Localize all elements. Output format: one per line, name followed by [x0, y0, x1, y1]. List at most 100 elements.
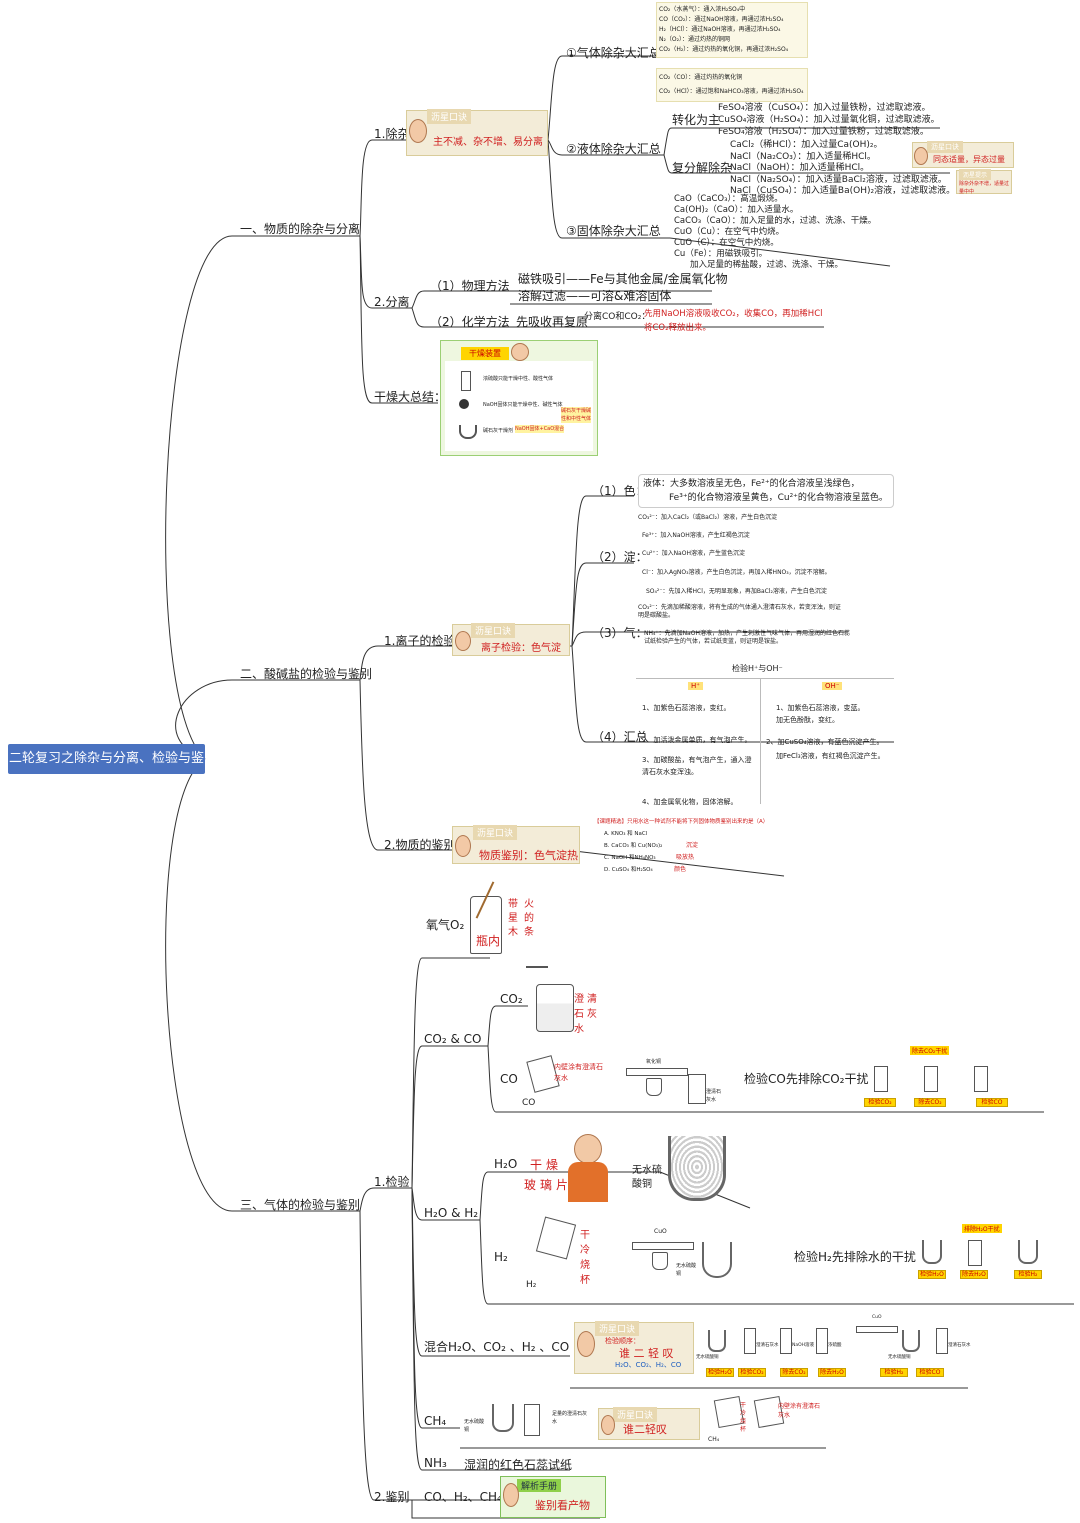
- node-drying[interactable]: 干燥大总结：: [374, 390, 447, 404]
- u-tube-icon: [922, 1240, 942, 1264]
- solid-row: CaCO₃（CaO）：加入足量的水，过滤、洗涤、干燥。: [674, 216, 877, 226]
- branch-acid-base-salt[interactable]: 二、酸碱盐的检验与鉴别: [240, 667, 373, 681]
- node-precipitate[interactable]: （2）淀：: [592, 550, 648, 564]
- precip-row: Cu²⁺：加入NaOH溶液，产生蓝色沉淀: [642, 550, 745, 557]
- summary-head: OH⁻: [822, 682, 843, 690]
- tip-text: 除杂外杂不增，适量过量中中: [959, 181, 1010, 195]
- u-tube-icon: [459, 425, 477, 439]
- node-removal[interactable]: 1.除杂: [374, 127, 410, 141]
- decomp-row: NaCl（CuSO₄）：加入适量Ba(OH)₂溶液，过滤取滤液。: [730, 186, 956, 196]
- tip-heading: 沥星口诀: [427, 109, 472, 124]
- node-decomp[interactable]: 复分解除杂: [672, 161, 733, 175]
- node-substance-identify[interactable]: 2.物质的鉴别: [384, 838, 456, 852]
- gas-row: CO₂（水蒸气）：通入浓H₂SO₄中: [659, 6, 746, 13]
- chem-row: 先用NaOH溶液吸收CO₂，收集CO，再加稀HCl: [644, 309, 823, 319]
- nh3-text: 湿润的红色石蕊试纸: [464, 1458, 573, 1472]
- summary-row: 2、加活泼金属单质，有气泡产生。: [642, 736, 752, 744]
- badge: 检验H₂: [1014, 1270, 1042, 1279]
- node-solid-removal[interactable]: ③固体除杂大汇总: [566, 224, 661, 238]
- apparatus-label: CuO: [654, 1228, 667, 1235]
- tip-text: 同态适量，异态过量: [933, 155, 1005, 164]
- combustion-tube-icon: [626, 1068, 688, 1076]
- node-h2[interactable]: H₂: [494, 1250, 508, 1264]
- apparatus-label: 浓硫酸: [828, 1343, 842, 1348]
- apparatus-label: 氧化铜: [646, 1059, 662, 1065]
- summary-head: H⁺: [688, 682, 703, 690]
- convert-row: CuSO₄溶液（H₂SO₄）：加入过量氧化铜，过滤取滤液。: [718, 115, 940, 125]
- node-h2o[interactable]: H₂O: [494, 1157, 518, 1171]
- chem-head: 先吸收再复原: [516, 315, 589, 329]
- chem-row: 将CO₂释放出来。: [644, 323, 712, 333]
- mixed-apparatus-chain: 无水硫酸铜 澄清石灰水 NaOH溶液 浓硫酸 CuO 无水硫酸铜 澄清石灰水 检…: [696, 1312, 971, 1388]
- solid-row: 加入足量的稀盐酸，过滤、洗涤、干燥。: [690, 260, 844, 270]
- tip-box-mixed: 沥星口诀 检验顺序： 谁 二 轻 叹 H₂O、CO₂、H₂、CO: [574, 1321, 694, 1374]
- tip-sub: 检验顺序：: [605, 1337, 640, 1345]
- phys-row: 溶解过滤——可溶&难溶固体: [518, 289, 672, 303]
- badge: 除去H₂O: [818, 1368, 846, 1377]
- node-co2[interactable]: CO₂: [500, 992, 523, 1006]
- tip-order: H₂O、CO₂、H₂、CO: [615, 1361, 682, 1369]
- convert-row: FeSO₄溶液（H₂SO₄）：加入过量铁粉，过滤取滤液。: [718, 127, 929, 137]
- node-physical[interactable]: （1）物理方法: [430, 279, 510, 293]
- burner-icon: [646, 1078, 662, 1096]
- badge: 检验CO: [976, 1098, 1008, 1107]
- summary-row: 3、加碳酸盐，有气泡产生，通入澄清石灰水变浑浊。: [642, 756, 752, 776]
- u-tube-icon: [702, 1242, 732, 1278]
- branch-gas-test[interactable]: 三、气体的检验与鉴别: [240, 1198, 361, 1212]
- node-identify[interactable]: 2.鉴别: [374, 1490, 410, 1504]
- flag: 排除H₂O干扰: [962, 1224, 1002, 1233]
- substance-question: 【课题精选】只用水这一种试剂不能将下列固体物质鉴别出来的是（A） A. KNO₃…: [594, 816, 784, 876]
- option: C. NaOH 和NH₄NO₃: [604, 855, 656, 861]
- node-nh3[interactable]: NH₃: [424, 1456, 447, 1470]
- node-co2-co[interactable]: CO₂ & CO: [424, 1032, 482, 1046]
- node-chemical[interactable]: （2）化学方法: [430, 315, 510, 329]
- node-co[interactable]: CO: [500, 1072, 518, 1086]
- co-gas-label: CO: [522, 1098, 536, 1108]
- h2o-app-label: 无水硫酸铜: [632, 1165, 662, 1190]
- combustion-tube-icon: [632, 1242, 694, 1250]
- node-liquid-removal[interactable]: ②液体除杂大汇总: [566, 142, 661, 156]
- node-gas[interactable]: （3）气：: [592, 626, 648, 640]
- node-mixed[interactable]: 混合H₂O、CO₂ 、H₂ 、CO: [424, 1340, 570, 1354]
- gas-row: N₂（O₂）：通过灼热的铜网: [659, 36, 731, 43]
- node-o2[interactable]: 氧气O₂: [426, 918, 465, 932]
- h2-check-text: 检验H₂先排除水的干扰: [794, 1250, 916, 1264]
- node-summary[interactable]: （4）汇总: [592, 730, 648, 744]
- solid-row: Cu（Fe）：用磁铁吸引。: [674, 249, 768, 259]
- identify-gases: CO、H₂、CH₄: [424, 1490, 502, 1504]
- student-illustration: [560, 1126, 616, 1202]
- node-gas-removal[interactable]: ①气体除杂大汇总: [566, 46, 661, 60]
- node-test[interactable]: 1.检验: [374, 1175, 410, 1189]
- badge: 检验CO₂: [864, 1098, 896, 1107]
- decomp-list: CaCl₂（稀HCl）：加入过量Ca(OH)₂。 NaCl（Na₂CO₃）：加入…: [730, 140, 955, 198]
- o2-note: 瓶内: [476, 934, 501, 948]
- precip-row: SO₄²⁻：先加入稀HCl，无明显现象，再加BaCl₂溶液，产生白色沉淀: [646, 588, 827, 595]
- drying-tube-icon: [459, 399, 469, 409]
- node-ch4[interactable]: CH₄: [424, 1414, 447, 1428]
- node-separation[interactable]: 2.分离: [374, 295, 410, 309]
- node-convert[interactable]: 转化为主: [672, 113, 721, 127]
- node-h2o-h2[interactable]: H₂O & H₂: [424, 1206, 479, 1220]
- tip-box-liquid-2: 沥星提示 除杂外杂不增，适量过量中中: [956, 169, 1012, 195]
- summary-panel: 检验H⁺与OH⁻ H⁺ OH⁻ 1、加紫色石蕊溶液，变红。 2、加活泼金属单质，…: [636, 660, 894, 810]
- summary-row: 1、加紫色石蕊溶液，变红。: [642, 704, 731, 712]
- branch-removal-separation[interactable]: 一、物质的除杂与分离: [240, 222, 361, 236]
- hint: 吸放热: [676, 854, 695, 861]
- node-color[interactable]: （1）色：: [592, 484, 648, 498]
- avatar: [577, 1331, 595, 1357]
- drying-row: 碱石灰干燥剂: [483, 428, 514, 434]
- summary-row: 加无色酚酞，变红。: [776, 716, 839, 724]
- solid-row: Ca(OH)₂（CaO）：加入适量水。: [674, 205, 799, 215]
- apparatus-label: 澄清石灰水: [948, 1343, 971, 1348]
- root-node[interactable]: 二轮复习之除杂与分离、检验与鉴别: [8, 744, 205, 796]
- apparatus-label: CuO: [872, 1315, 882, 1320]
- summary-title: 检验H⁺与OH⁻: [732, 664, 783, 673]
- decomp-row: CaCl₂（稀HCl）：加入过量Ca(OH)₂。: [730, 140, 883, 150]
- drying-panel: 干燥装置 浓硫酸只能干燥中性、酸性气体 NaOH固体只能干燥中性、碱性气体 碱石…: [440, 340, 598, 456]
- precip-row: Cl⁻：加入AgNO₃溶液，产生白色沉淀，再加入稀HNO₃，沉淀不溶解。: [642, 569, 831, 576]
- decomp-row: NaCl（Na₂SO₄）：加入适量BaCl₂溶液，过滤取滤液。: [730, 174, 947, 185]
- tip-text: 鉴别看产物: [535, 1499, 590, 1512]
- node-ion-test[interactable]: 1.离子的检验: [384, 634, 456, 648]
- color-line: 液体：大多数溶液呈无色，Fe²⁺的化合溶液呈浅绿色，: [643, 479, 860, 489]
- bottle-icon: [936, 1328, 948, 1354]
